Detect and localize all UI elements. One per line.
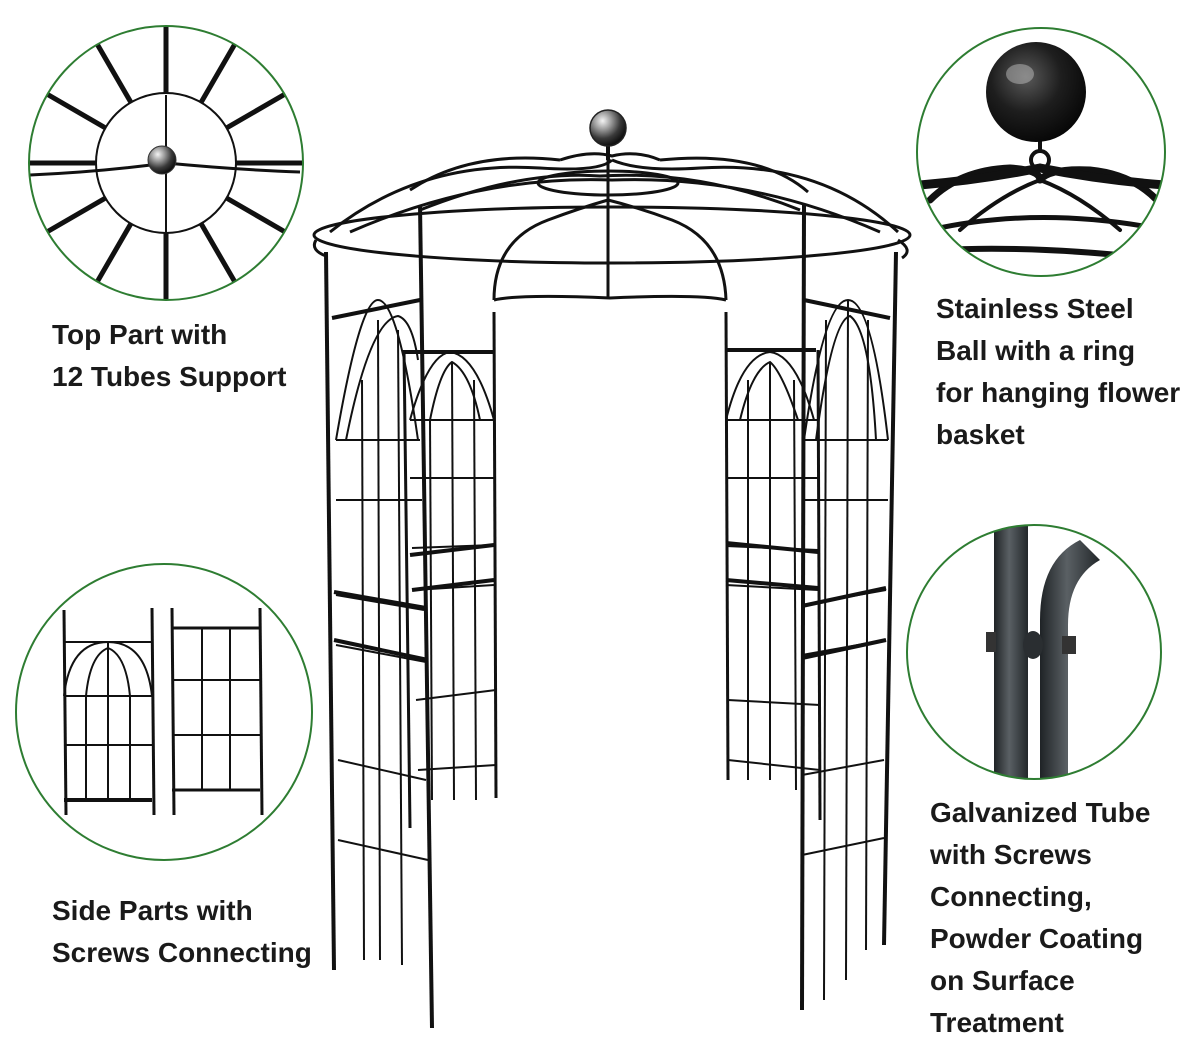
caption-line: Connecting, [930,881,1092,912]
caption-line: 12 Tubes Support [52,361,287,392]
gazebo-top-spokes-icon [28,25,304,301]
caption-line: Powder Coating [930,923,1144,954]
caption-line: Treatment [930,1007,1064,1038]
gazebo-arch-icon [312,142,912,1029]
top-part-caption: Top Part with 12 Tubes Support [52,314,286,398]
gazebo-finial-ball-icon [589,109,627,147]
caption-line: for hanging flower [936,377,1181,408]
side-panels-icon [15,563,313,861]
tube-caption: Galvanized Tube with Screws Connecting, … [930,792,1150,1044]
steel-ball-icon [916,27,1166,277]
caption-line: Screws Connecting [52,937,312,968]
caption-line: Stainless Steel [936,293,1134,324]
caption-line: Ball with a ring [936,335,1136,366]
caption-line: Top Part with [52,319,228,350]
steel-ball-caption: Stainless Steel Ball with a ring for han… [936,288,1180,456]
caption-line: Galvanized Tube [930,797,1151,828]
side-parts-caption: Side Parts with Screws Connecting [52,890,312,974]
caption-line: Side Parts with [52,895,253,926]
caption-line: basket [936,419,1025,450]
tube-joint-icon [906,524,1162,780]
caption-line: with Screws [930,839,1092,870]
caption-line: on Surface [930,965,1075,996]
